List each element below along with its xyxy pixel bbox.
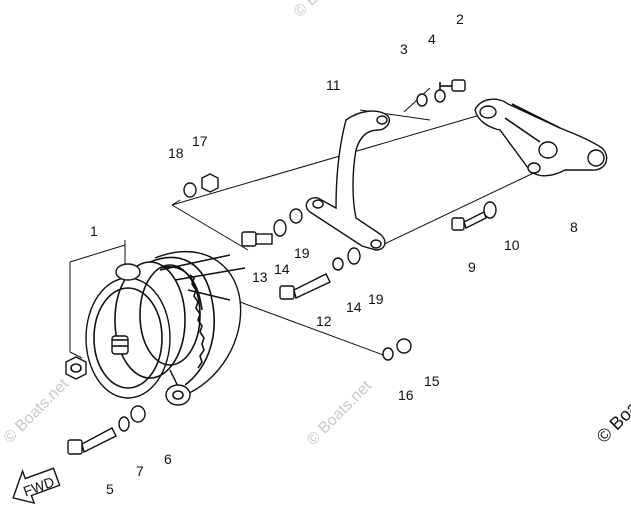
washer-6 [130, 405, 146, 423]
washer-16 [382, 347, 394, 361]
washer-4 [434, 89, 446, 103]
part-label-19a: 19 [294, 245, 310, 261]
part-label-9: 9 [468, 259, 476, 275]
washer-18 [183, 182, 197, 198]
part-label-18: 18 [168, 145, 184, 161]
part-label-7: 7 [136, 463, 144, 479]
bolt-5 [67, 427, 117, 455]
watermark-left: © Boats.net [1, 375, 73, 447]
part-label-5: 5 [106, 481, 114, 497]
watermark-center: © Boats.net [304, 377, 376, 449]
part-label-14b: 14 [346, 299, 362, 315]
part-label-2: 2 [456, 11, 464, 27]
adjusting-arm [305, 110, 390, 251]
mounting-bracket [474, 98, 608, 177]
part-label-4: 4 [428, 31, 436, 47]
bolt-12 [279, 273, 331, 300]
bolt-13 [241, 231, 273, 247]
part-label-14a: 14 [274, 261, 290, 277]
part-label-17: 17 [192, 133, 208, 149]
part-label-6: 6 [164, 451, 172, 467]
part-label-3: 3 [400, 41, 408, 57]
washer-14b [332, 257, 344, 271]
bolt-2 [439, 79, 466, 92]
washer-3 [416, 93, 428, 107]
washer-19a [289, 208, 303, 224]
part-label-15: 15 [424, 373, 440, 389]
watermark-right: © Boats.net [593, 366, 631, 447]
nut-17 [201, 173, 219, 193]
part-label-1: 1 [90, 223, 98, 239]
part-label-8: 8 [570, 219, 578, 235]
alternator-nut [65, 356, 87, 380]
bolt-9 [451, 211, 487, 231]
fwd-label: FWD [21, 473, 56, 499]
washer-10 [483, 201, 497, 219]
part-label-10: 10 [504, 237, 520, 253]
part-label-19b: 19 [368, 291, 384, 307]
fwd-arrow: FWD [12, 467, 61, 505]
washer-14a [273, 219, 287, 237]
part-label-16: 16 [398, 387, 414, 403]
washer-19b [347, 247, 361, 265]
alternator [85, 250, 246, 406]
part-label-11: 11 [326, 77, 341, 93]
nut-15 [396, 338, 412, 354]
washer-7 [118, 416, 130, 432]
part-label-12: 12 [316, 313, 332, 329]
part-label-13: 13 [252, 269, 268, 285]
watermark-top: © Boats.net [291, 0, 363, 21]
